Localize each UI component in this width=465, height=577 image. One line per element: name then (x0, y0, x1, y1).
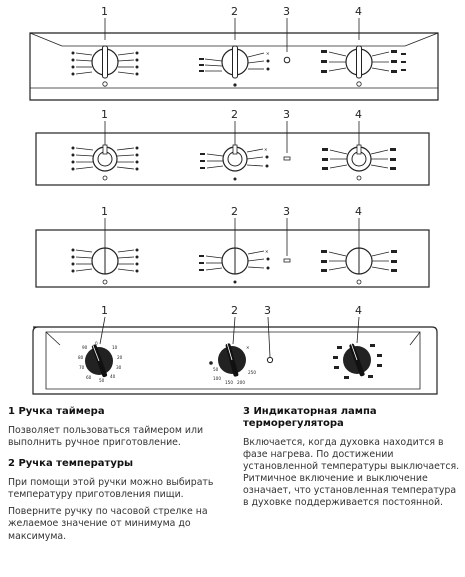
callout-1: 1 (101, 5, 108, 18)
panel-2-function-knob (322, 144, 396, 181)
svg-text:✕: ✕ (266, 51, 270, 56)
callout-1: 1 (101, 108, 108, 121)
temperature-knob-instruction: Поверните ручку по часовой стрелке на же… (8, 506, 208, 542)
panel-3-timer-knob (71, 247, 139, 285)
callout-3: 3 (264, 304, 271, 317)
callout-4: 4 (355, 304, 362, 317)
callout-3: 3 (283, 108, 290, 121)
timer-tick-50: 50 (99, 378, 105, 383)
temp-tick-150: 150 (225, 380, 233, 385)
callout-2: 2 (231, 5, 238, 18)
panel-1-indicator-lamp (283, 56, 291, 64)
timer-tick-10: 10 (112, 345, 118, 350)
panel-2-timer-knob (71, 144, 139, 181)
panel-3-temperature-knob: ✕ (199, 247, 270, 284)
timer-tick-90: 90 (82, 345, 88, 350)
timer-tick-60: 60 (86, 375, 92, 380)
callout-2: 2 (231, 108, 238, 121)
temp-tick-250: 250 (248, 370, 256, 375)
panel-2-temperature-knob: ✕ (200, 144, 269, 181)
callout-3: 3 (283, 205, 290, 218)
timer-knob-description: Позволяет пользоваться таймером или выпо… (8, 425, 204, 449)
panel-4-indicator-lamp (266, 356, 274, 364)
callout-2: 2 (231, 205, 238, 218)
svg-text:✕: ✕ (265, 249, 269, 254)
indicator-lamp-heading: 3 Индикаторная лампа терморегулятора (243, 406, 377, 429)
panel-1: 1 2 3 4 (29, 5, 439, 101)
callout-1: 1 (101, 304, 108, 317)
callout-1: 1 (101, 205, 108, 218)
panel-3: 1 2 3 4 (35, 205, 430, 288)
timer-knob-heading: 1 Ручка таймера (8, 406, 105, 417)
callout-2: 2 (231, 304, 238, 317)
left-column: 1 Ручка таймера Позволяет пользоваться т… (8, 406, 228, 548)
temperature-knob-description: При помощи этой ручки можно выбирать тем… (8, 477, 214, 501)
timer-tick-30: 30 (116, 365, 122, 370)
indicator-lamp-description: Включается, когда духовка находится в фа… (243, 437, 460, 509)
panel-3-indicator-lamp (283, 258, 291, 263)
timer-tick-70: 70 (79, 365, 85, 370)
temp-tick-100: 100 (213, 376, 221, 381)
temp-tick-200: 200 (237, 380, 245, 385)
panel-4-function-dial (333, 342, 382, 379)
svg-text:✕: ✕ (246, 345, 250, 350)
callout-4: 4 (355, 205, 362, 218)
panel-4-timer-dial: 0 10 20 30 40 50 60 70 80 90 (78, 341, 123, 383)
control-panel-diagrams: 1 2 3 4 (29, 5, 439, 395)
temp-tick-50: 50 (213, 367, 219, 372)
callout-3: 3 (283, 5, 290, 18)
timer-tick-0: 0 (95, 341, 98, 346)
panel-3-function-knob (321, 247, 397, 285)
panel-4-temperature-dial: 50 100 150 200 250 ✕ (209, 342, 256, 385)
panel-2: 1 2 3 4 (35, 108, 430, 186)
panel-1-temperature-knob: ✕ (199, 45, 270, 87)
timer-tick-20: 20 (117, 355, 123, 360)
panel-4: 1 2 3 4 0 10 20 30 40 50 60 70 80 90 50 (32, 304, 438, 395)
timer-tick-40: 40 (110, 374, 116, 379)
svg-text:✕: ✕ (264, 147, 268, 152)
panel-1-function-knob (321, 45, 397, 87)
panel-1-timer-knob (71, 45, 139, 87)
timer-tick-80: 80 (78, 355, 84, 360)
temperature-knob-heading: 2 Ручка температуры (8, 458, 134, 470)
right-column: 3 Индикаторная лампа терморегулятора Вкл… (243, 406, 463, 515)
callout-4: 4 (355, 108, 362, 121)
panel-2-indicator-lamp (283, 156, 291, 161)
callout-4: 4 (355, 5, 362, 18)
